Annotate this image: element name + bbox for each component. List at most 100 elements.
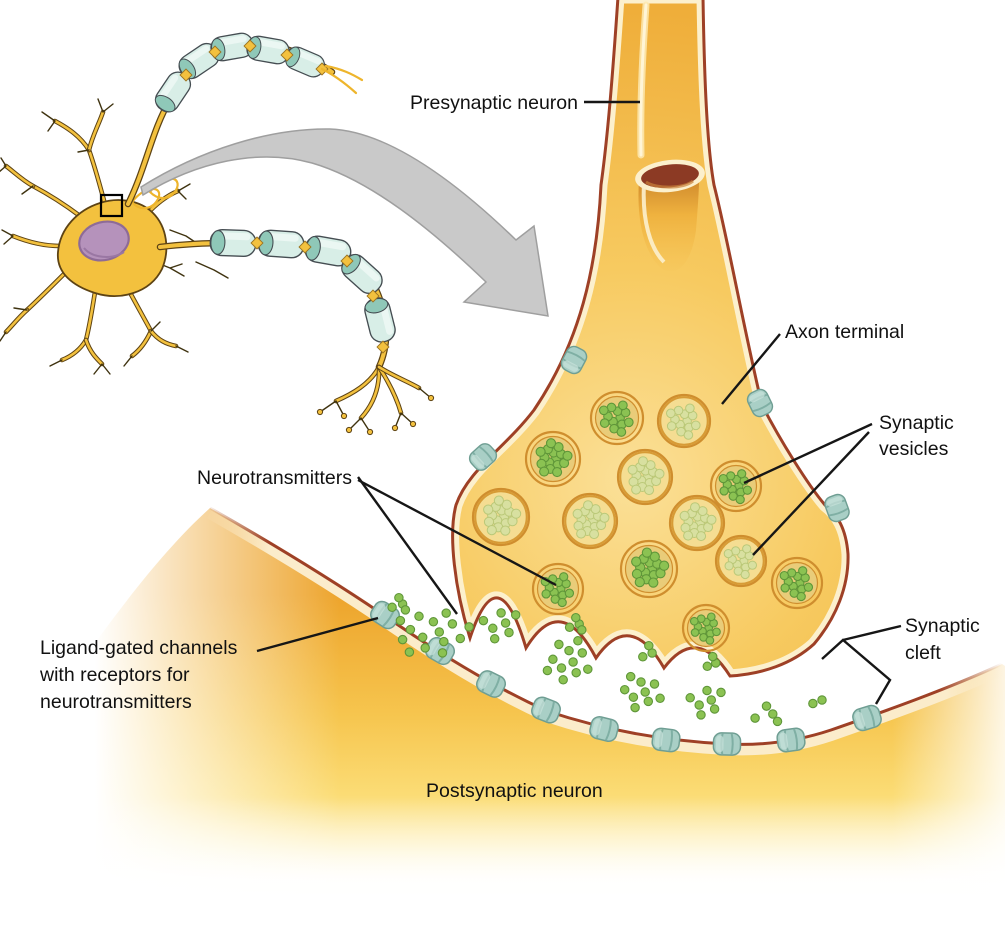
neurotransmitter-dot <box>441 608 451 618</box>
vesicle-neurotransmitter-dot <box>737 469 747 479</box>
right-soft-fade <box>890 560 1005 930</box>
vesicle-neurotransmitter-dot <box>719 486 729 496</box>
vesicle-neurotransmitter-dot <box>486 525 497 536</box>
neurotransmitter-dot <box>628 692 639 702</box>
vesicle-neurotransmitter-dot <box>583 500 593 511</box>
synaptic-vesicle <box>589 390 645 446</box>
vesicle-outer-rim <box>668 494 726 552</box>
myelin-sheath-segment <box>209 228 257 258</box>
cleft-bracket <box>821 624 902 705</box>
neurotransmitter-dot <box>504 627 514 638</box>
label-synaptic-vesicles: Synaptic vesicles <box>743 412 954 556</box>
vesicle-outer-rim <box>770 556 824 610</box>
synaptic-vesicle <box>681 603 731 653</box>
vesicle-neurotransmitter-dot <box>552 467 563 478</box>
vesicle-neurotransmitter-dot <box>735 494 745 505</box>
neurotransmitter-dot <box>434 627 445 637</box>
neurotransmitter-dot <box>696 710 706 720</box>
neurotransmitter-dot <box>573 636 583 646</box>
synaptic-vesicle <box>561 492 619 550</box>
vesicle-neurotransmitter-dot <box>691 420 701 431</box>
neurotransmitter-dot <box>630 702 640 713</box>
postsynaptic-neuron-region <box>0 470 1005 930</box>
neurotransmitter-dot <box>655 693 665 704</box>
neurotransmitter-dot <box>694 700 704 710</box>
neurotransmitter-dot <box>455 633 466 644</box>
synaptic-vesicle <box>616 448 674 506</box>
neurotransmitter-dot <box>571 667 581 678</box>
label-text: Postsynaptic neuron <box>426 780 603 802</box>
opening-lumen <box>641 164 699 188</box>
neurotransmitter-dot <box>568 657 578 667</box>
upper-myelinated-axon <box>124 30 364 208</box>
label-text: vesicles <box>879 438 949 460</box>
neurotransmitter-dot <box>548 654 558 665</box>
label-ligand-gated-channels: Ligand-gated channels with receptors for… <box>39 616 379 713</box>
leader-line <box>721 333 781 405</box>
neurotransmitter-dot <box>625 671 636 682</box>
neurotransmitter-dot <box>464 622 474 632</box>
vesicle-neurotransmitter-dot <box>616 427 627 437</box>
vesicle-neurotransmitter-dot <box>598 405 609 416</box>
axon-fiber-tips <box>320 64 364 95</box>
labels-layer: Presynaptic neuron Axon terminal Synapti… <box>39 92 980 802</box>
synaptic-vesicle <box>714 534 768 588</box>
vesicle-neurotransmitter-dot <box>500 525 511 536</box>
vesicle-outer-rim <box>681 603 731 653</box>
ligand-gated-channel <box>650 726 682 754</box>
neurotransmitter-dot <box>558 675 568 685</box>
vesicle-neurotransmitter-dot <box>689 616 699 626</box>
vesicle-neurotransmitter-dot <box>706 514 717 525</box>
neurotransmitter-dot <box>750 713 760 723</box>
bottom-soft-fade <box>0 790 1005 930</box>
label-text: Axon terminal <box>785 321 904 343</box>
label-axon-terminal: Axon terminal <box>721 321 904 405</box>
label-presynaptic-neuron: Presynaptic neuron <box>410 92 640 114</box>
vesicle-neurotransmitter-dot <box>648 577 659 588</box>
neurotransmitter-dot <box>772 716 783 727</box>
vesicle-neurotransmitter-dot <box>690 628 700 637</box>
label-postsynaptic-neuron: Postsynaptic neuron <box>426 780 603 802</box>
neurotransmitter-dot <box>489 634 500 644</box>
vesicle-neurotransmitter-dot <box>696 531 707 542</box>
vesicle-neurotransmitter-dot <box>634 576 645 588</box>
nucleus-shading <box>83 247 125 258</box>
vesicle-neurotransmitter-dot <box>705 636 715 645</box>
neurotransmitter-dot <box>643 696 654 707</box>
vesicle-neurotransmitter-dot <box>724 561 734 571</box>
nucleus <box>78 220 130 262</box>
vesicle-neurotransmitter-dot <box>535 446 546 457</box>
neurotransmitter-dot <box>702 661 713 672</box>
leader-line <box>357 478 557 587</box>
label-synaptic-cleft: Synaptic cleft <box>821 615 980 705</box>
vesicle-outer-rim <box>524 430 582 488</box>
neurotransmitter-dot <box>571 612 581 623</box>
neurotransmitter-dot <box>496 608 506 618</box>
vesicle-neurotransmitter-dot <box>623 417 634 428</box>
synaptic-vesicle <box>656 393 712 449</box>
vesicle-neurotransmitter-dot <box>742 485 753 495</box>
neurotransmitter-dot <box>577 648 588 658</box>
neurotransmitter-dot <box>414 611 424 622</box>
vesicle-neurotransmitter-dot <box>747 560 757 570</box>
vesicle-neurotransmitter-dot <box>718 473 728 484</box>
neurotransmitter-dot <box>404 647 415 657</box>
label-neurotransmitters: Neurotransmitters <box>197 467 557 615</box>
vesicle-neurotransmitter-dot <box>779 570 789 581</box>
label-text: Synaptic <box>905 615 980 637</box>
vesicle-outer-rim <box>709 459 763 513</box>
vesicle-neurotransmitter-dot <box>644 485 655 496</box>
neurotransmitter-dot <box>640 687 650 697</box>
vesicle-neurotransmitter-dot <box>557 597 567 608</box>
neurotransmitter-dot <box>437 648 448 658</box>
neurotransmitter-dot <box>707 651 718 662</box>
inner-tube-rim <box>641 183 666 264</box>
vesicle-neurotransmitter-dot <box>559 572 569 582</box>
vesicle-neurotransmitter-dot <box>599 418 610 428</box>
vesicle-neurotransmitter-dot <box>690 502 700 513</box>
label-text: Presynaptic neuron <box>410 92 578 114</box>
vesicle-neurotransmitter-dot <box>796 591 806 602</box>
neurotransmitter-dot <box>817 695 827 705</box>
